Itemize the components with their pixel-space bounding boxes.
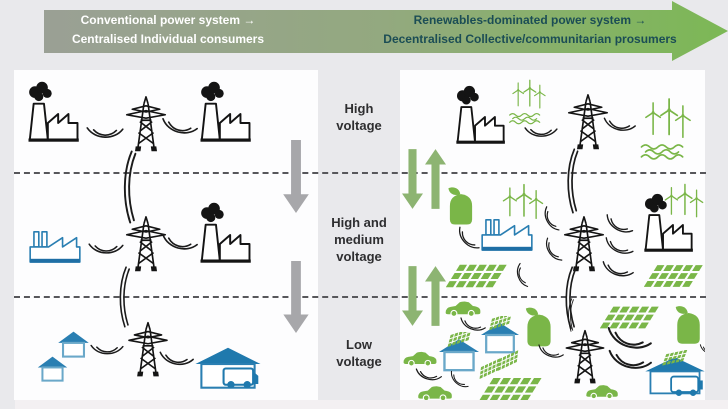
power-line-icon [524, 127, 558, 138]
biogas-storage-icon [447, 186, 473, 226]
transmission-tower-icon [563, 216, 605, 272]
label-high-medium-voltage: High and medium voltage [331, 215, 387, 264]
power-line-icon [541, 237, 564, 265]
transmission-tower-icon [128, 321, 168, 377]
downward-flow-arrow [402, 266, 423, 326]
industry-icon [481, 218, 533, 252]
solar-array-icon [446, 264, 507, 288]
transmission-tower-icon [565, 329, 605, 384]
coal-power-plant-icon [27, 80, 80, 143]
banner-right-title: Renewables-dominated power system → Dece… [383, 13, 677, 46]
power-line-icon [88, 243, 124, 254]
wind-farm-icon [665, 184, 702, 216]
house-with-vehicle-icon [194, 346, 262, 390]
power-line-icon [697, 344, 705, 358]
solar-house-icon [481, 312, 519, 352]
label-high-voltage: High voltage [336, 101, 382, 133]
solar-array-icon [644, 265, 703, 287]
transmission-tower-icon [567, 94, 609, 150]
power-line-icon [123, 150, 137, 224]
power-line-icon [86, 127, 124, 139]
coal-power-plant-icon [199, 202, 252, 264]
power-line-icon [602, 213, 635, 238]
voltage-divider-line [14, 172, 706, 174]
power-line-icon [453, 226, 481, 254]
offshore-wind-icon [641, 99, 690, 159]
power-line-icon [159, 117, 199, 138]
conventional-diagram [27, 80, 309, 390]
label-low-voltage: Low voltage [336, 337, 382, 369]
downward-flow-arrow [283, 140, 309, 213]
power-line-icon [535, 344, 565, 362]
solar-house-icon [439, 328, 479, 370]
renewables-diagram [402, 70, 705, 400]
coal-power-plant-icon [455, 84, 506, 145]
house-icon [37, 355, 68, 382]
upward-flow-arrow [425, 266, 446, 326]
banner-left-title: Conventional power system → Centralised … [71, 13, 265, 46]
electric-car-icon [402, 351, 438, 367]
electric-car-icon [417, 385, 453, 400]
electric-car-icon [585, 384, 619, 399]
electric-car-icon [445, 300, 481, 317]
downward-flow-arrow [283, 261, 309, 333]
industry-icon [29, 230, 81, 264]
solar-house-with-van-icon [645, 350, 704, 396]
upward-flow-arrow [425, 149, 446, 209]
voltage-divider-line [14, 296, 706, 298]
coal-power-plant-icon [199, 80, 252, 143]
transmission-tower-icon [125, 216, 167, 272]
power-line-icon [599, 260, 635, 281]
offshore-wind-icon [510, 80, 545, 124]
power-line-icon [457, 317, 487, 335]
power-line-icon [413, 368, 443, 384]
transition-banner-arrow [44, 1, 728, 61]
power-line-icon [539, 205, 561, 234]
solar-array-icon [478, 378, 542, 400]
power-line-icon [513, 262, 530, 290]
downward-flow-arrow [402, 149, 423, 209]
power-line-icon [601, 236, 635, 259]
wind-farm-icon [503, 185, 542, 219]
power-line-icon [601, 117, 637, 134]
bottom-strip [15, 400, 728, 409]
solar-array-icon [600, 306, 659, 329]
transmission-tower-icon [125, 96, 167, 152]
power-line-icon [90, 344, 124, 355]
biogas-storage-icon [674, 305, 701, 345]
power-line-icon [157, 351, 195, 368]
power-line-icon [446, 370, 470, 392]
biogas-storage-icon [525, 306, 552, 348]
power-line-icon [159, 233, 199, 254]
power-line-icon [119, 266, 131, 328]
power-line-icon [567, 148, 579, 214]
house-icon [57, 330, 90, 358]
power-line-icon [603, 326, 653, 354]
power-line-icon [605, 349, 653, 374]
